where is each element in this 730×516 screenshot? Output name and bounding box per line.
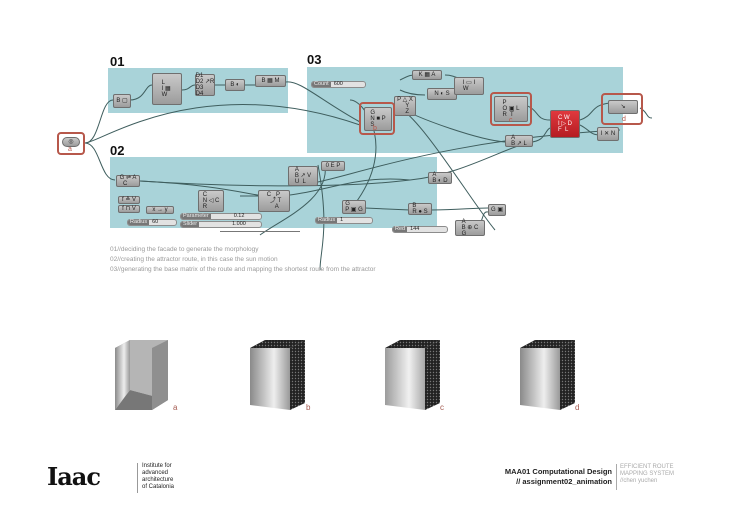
- component-node[interactable]: 0 E P: [321, 161, 345, 171]
- render-label-a: a: [173, 403, 178, 412]
- assignment-title: // assignment02_animation: [516, 477, 612, 486]
- component-node[interactable]: G ▣: [488, 204, 506, 216]
- render-label-d: d: [575, 403, 580, 412]
- project-line: EFFICIENT ROUTE: [620, 464, 674, 470]
- highlight-c-label: c: [509, 117, 513, 124]
- iaac-logo: Iaac: [47, 462, 101, 491]
- slider-value: 0.12: [233, 213, 245, 219]
- slider-label: Red: [393, 226, 408, 232]
- component-node[interactable]: N ◐ S: [427, 88, 457, 100]
- highlight-b: [359, 102, 395, 135]
- render-a: [115, 340, 168, 410]
- component-node[interactable]: L I ▦ W: [152, 73, 182, 105]
- component-node[interactable]: G ⇌ A C: [116, 175, 140, 187]
- institute-line: architecture: [142, 477, 174, 483]
- renders: [115, 340, 575, 410]
- component-node[interactable]: I ▭ I W: [454, 77, 484, 95]
- input-highlight: [57, 132, 85, 155]
- note-02: 02//creating the attractor route, in thi…: [110, 256, 278, 263]
- component-node[interactable]: A B ↗ L: [505, 135, 533, 147]
- highlight-d: [601, 93, 643, 125]
- component-node[interactable]: C N ◁ C R: [198, 190, 224, 212]
- notes: 01//deciding the facade to generate the …: [110, 245, 376, 275]
- component-node[interactable]: A B ↗ V U L: [288, 166, 318, 186]
- highlight-b-label: b: [373, 125, 377, 132]
- slider-slider[interactable]: Slider 1.000: [180, 221, 262, 228]
- slider-label: Radius: [316, 217, 338, 223]
- course-title: MAA01 Computational Design: [504, 467, 612, 476]
- component-node[interactable]: A B ◐ D: [428, 172, 452, 184]
- slider-value: 1.000: [232, 221, 246, 227]
- component-node[interactable]: f ⊓ V: [118, 205, 140, 213]
- component-node[interactable]: x → y: [146, 206, 174, 214]
- project-info: EFFICIENT ROUTE MAPPING SYSTEM //chen yu…: [620, 464, 674, 485]
- render-b: [250, 340, 305, 410]
- render-d: [520, 340, 575, 410]
- slider-label: Slider: [181, 221, 200, 227]
- input-node[interactable]: ◎: [62, 137, 80, 147]
- render-label-c: c: [440, 403, 444, 412]
- section-01-title: 01: [110, 54, 125, 69]
- note-01: 01//deciding the facade to generate the …: [110, 246, 259, 253]
- slider-label: Count: [312, 81, 331, 87]
- component-node[interactable]: B R ● S: [408, 203, 432, 215]
- component-node[interactable]: D1 D2 ↗R D3 D4: [195, 73, 215, 97]
- highlight-c: [490, 92, 532, 126]
- component-node[interactable]: A B ⊕ C G: [455, 219, 485, 237]
- logo-divider: [137, 463, 138, 493]
- parameter-slider[interactable]: Parameter 0.12: [180, 213, 262, 220]
- component-node[interactable]: G N ■ P S: [364, 107, 392, 131]
- project-line: MAPPING SYSTEM: [620, 471, 675, 477]
- scale-bar: [220, 231, 300, 232]
- project-line: //chen yuchen: [620, 478, 658, 484]
- section-03-title: 03: [307, 52, 322, 67]
- slider-label: Parameter: [181, 213, 211, 219]
- component-node[interactable]: G P ▣ G: [342, 200, 366, 214]
- render-label-b: b: [306, 403, 311, 412]
- footer-divider: [616, 464, 617, 490]
- institute-line: of Catalonia: [142, 484, 175, 490]
- slider-value: 600: [333, 81, 343, 87]
- render-c: [385, 340, 440, 410]
- component-node[interactable]: B ▢: [113, 94, 131, 108]
- slider-label: Radius: [128, 219, 150, 225]
- component-node[interactable]: C W I ▷ D F L: [550, 110, 580, 138]
- component-node[interactable]: B ▦ M: [255, 75, 286, 87]
- component-node[interactable]: B ◐: [225, 79, 245, 91]
- component-node[interactable]: C P ⤴ T A: [258, 190, 290, 212]
- course-info: MAA01 Computational Design // assignment…: [505, 467, 612, 487]
- input-label: a: [68, 146, 72, 153]
- slider-value: 1: [340, 217, 344, 223]
- slider-value: 60: [152, 219, 159, 225]
- component-node[interactable]: I ✕ N: [597, 127, 619, 141]
- component-node[interactable]: f ≙ V: [118, 196, 140, 204]
- institute-name: Institute for advanced architecture of C…: [142, 463, 174, 491]
- slider-value: 144: [410, 226, 420, 232]
- institute-line: advanced: [142, 470, 169, 476]
- highlight-d-label: d: [622, 116, 626, 123]
- note-03: 03//generating the base matrix of the ro…: [110, 266, 376, 273]
- component-node[interactable]: P O ▣ L R T: [494, 96, 528, 122]
- component-node[interactable]: ↘: [608, 100, 638, 114]
- institute-line: Institute for: [142, 463, 172, 469]
- component-node[interactable]: P △ X Y Z: [394, 96, 416, 116]
- section-02-title: 02: [110, 143, 125, 158]
- component-node[interactable]: K ▦ A: [412, 70, 442, 80]
